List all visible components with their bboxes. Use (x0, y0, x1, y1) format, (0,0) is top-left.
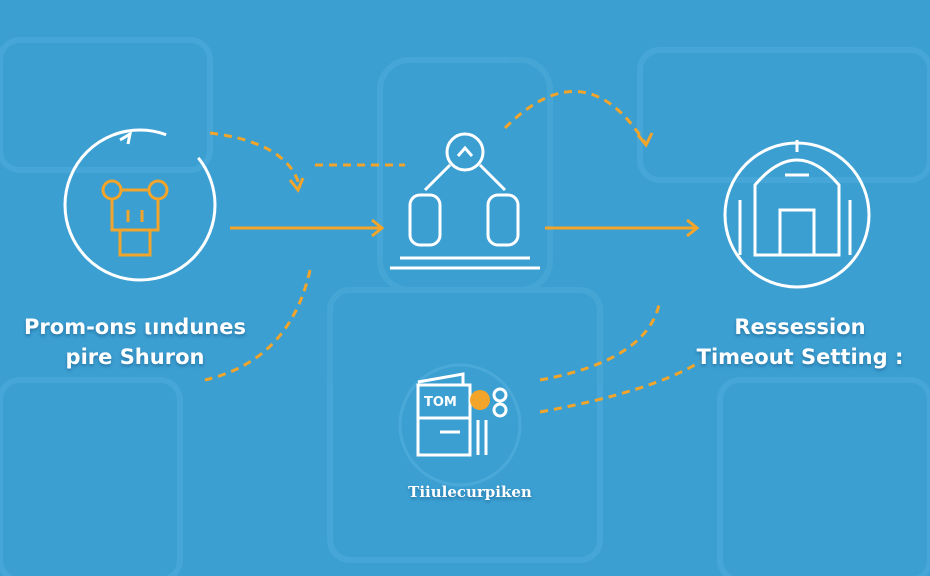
solid-arrow-1 (230, 218, 385, 238)
document-scissors-icon: TOM (398, 363, 522, 487)
solid-arrow-2 (545, 218, 700, 238)
node-label-4: Tiiulecurpiken (408, 483, 532, 501)
background-pattern (0, 37, 930, 576)
dashed-arrow-6 (539, 360, 701, 414)
dashed-arrow-3 (503, 89, 647, 144)
network-hierarchy-icon (390, 132, 540, 270)
dashed-arrow-5 (539, 299, 662, 382)
node-label-1: Prom-ons ιındunes pire Shuron (24, 315, 246, 369)
building-dome-icon (723, 140, 871, 289)
dashed-arrow-4 (204, 269, 312, 382)
node-label-3: Ressession Timeout Setting : (696, 315, 904, 369)
robot-face-icon (63, 128, 217, 282)
flow-arrows (204, 89, 701, 414)
dashed-arrow-1 (209, 131, 302, 189)
document-icon-text: TOM (424, 395, 457, 410)
